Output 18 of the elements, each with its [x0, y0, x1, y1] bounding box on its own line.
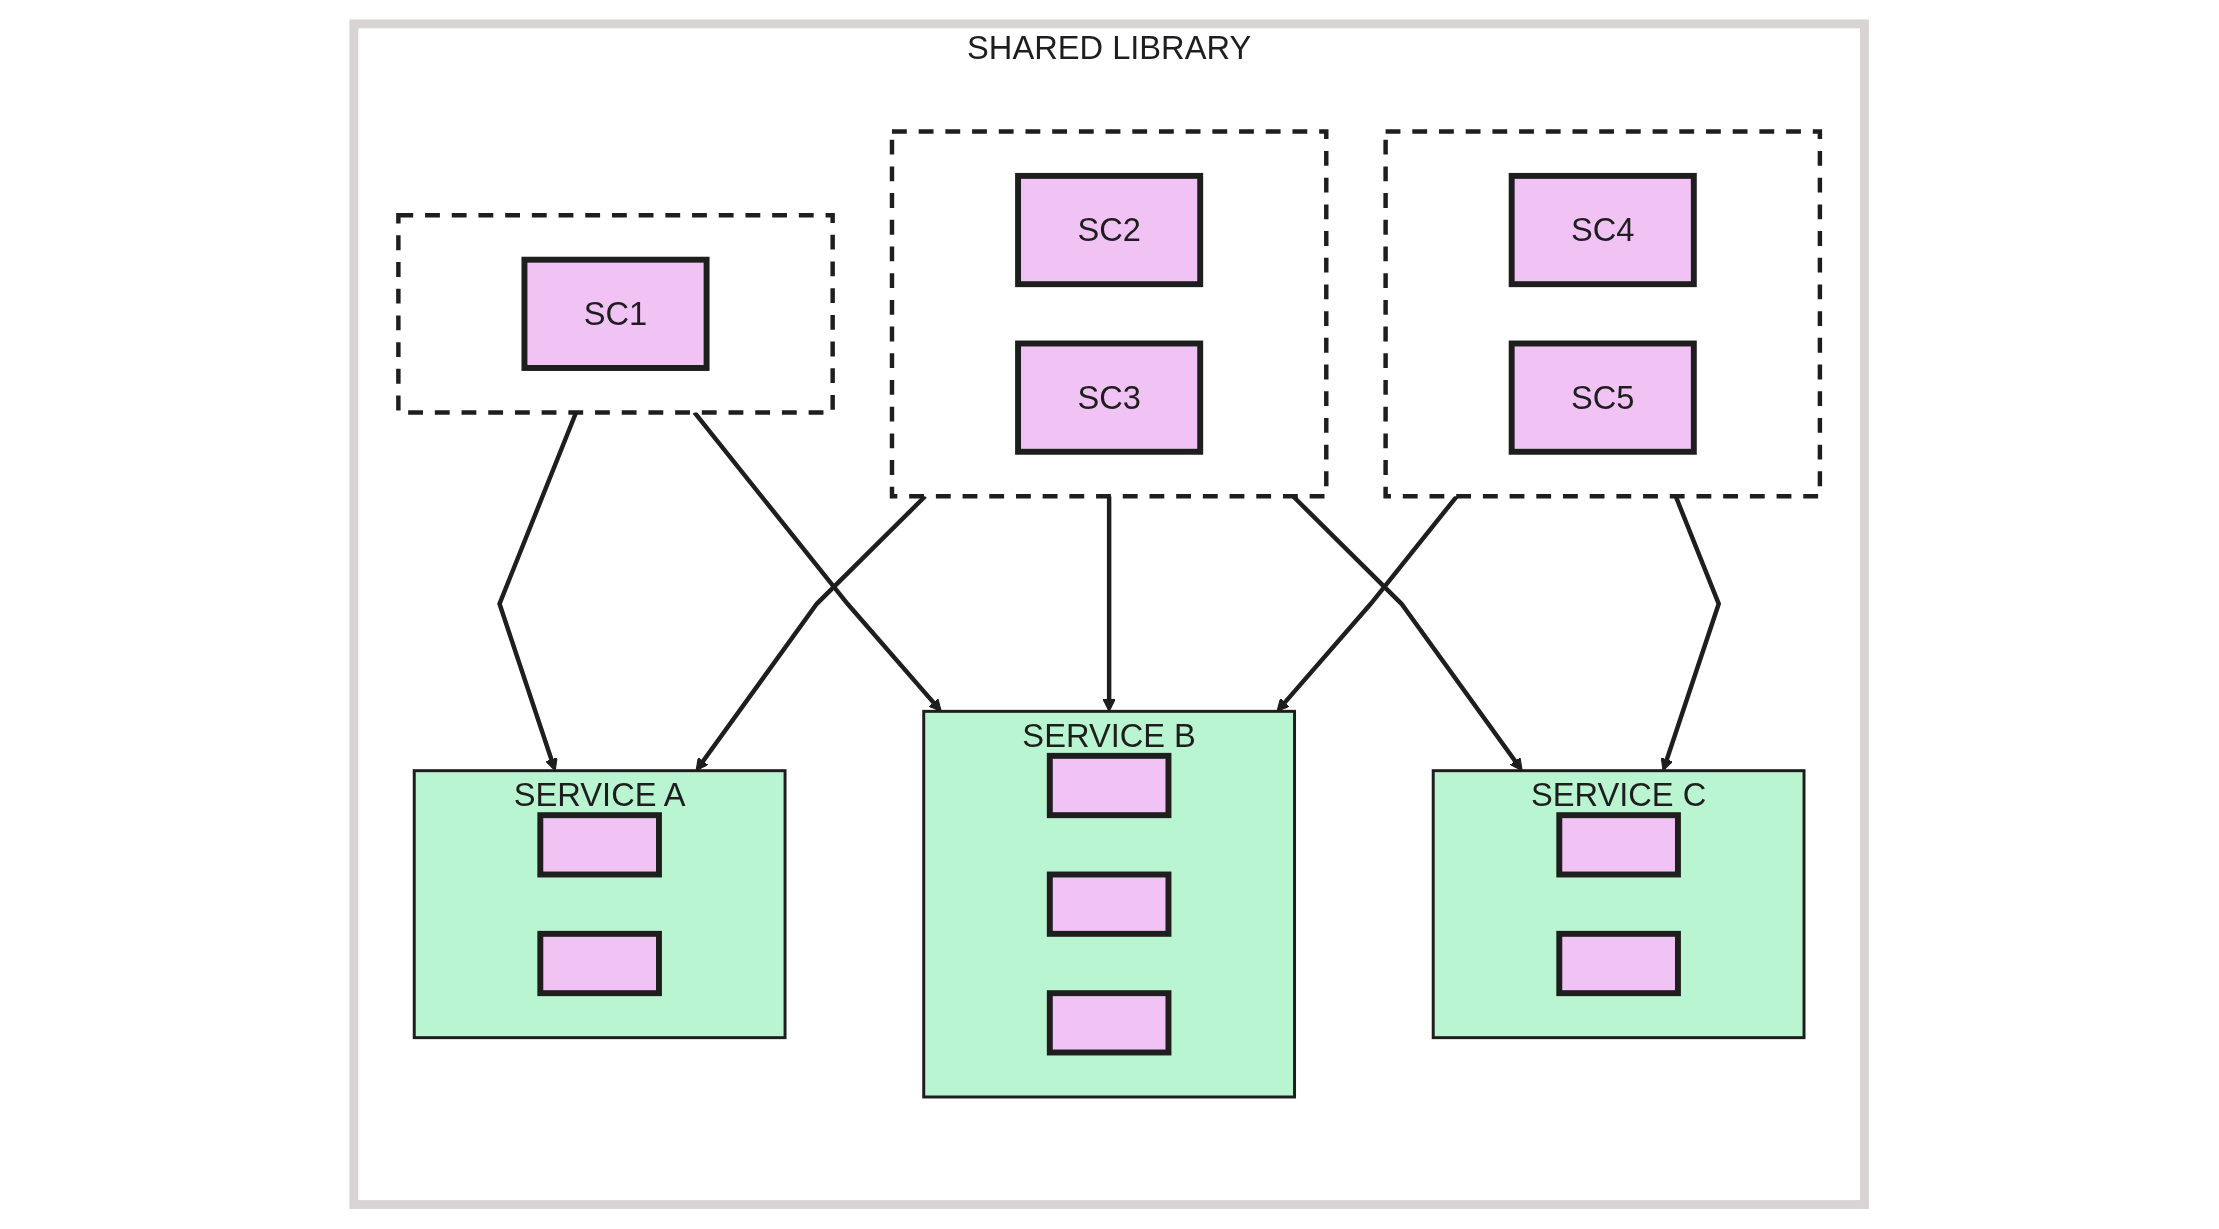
node-box: [1047, 753, 1172, 819]
node-box: [1047, 990, 1172, 1056]
node-box: [537, 812, 663, 878]
node-box: SC4: [1509, 173, 1698, 288]
node-box: [1047, 871, 1172, 938]
cluster: SERVICE A: [413, 769, 787, 1040]
node-box: SC5: [1509, 340, 1698, 456]
node-box: [1556, 812, 1682, 878]
cluster: [1383, 129, 1823, 499]
node-box: [537, 931, 663, 997]
node-box: SC3: [1015, 340, 1204, 456]
node-box: SC1: [521, 257, 710, 372]
cluster: [890, 129, 1329, 499]
cluster: SERVICE B: [922, 710, 1297, 1099]
node-box: SC2: [1015, 173, 1204, 288]
node-box: [1556, 931, 1682, 997]
cluster: [396, 213, 836, 415]
cluster: SERVICE C: [1432, 769, 1806, 1040]
